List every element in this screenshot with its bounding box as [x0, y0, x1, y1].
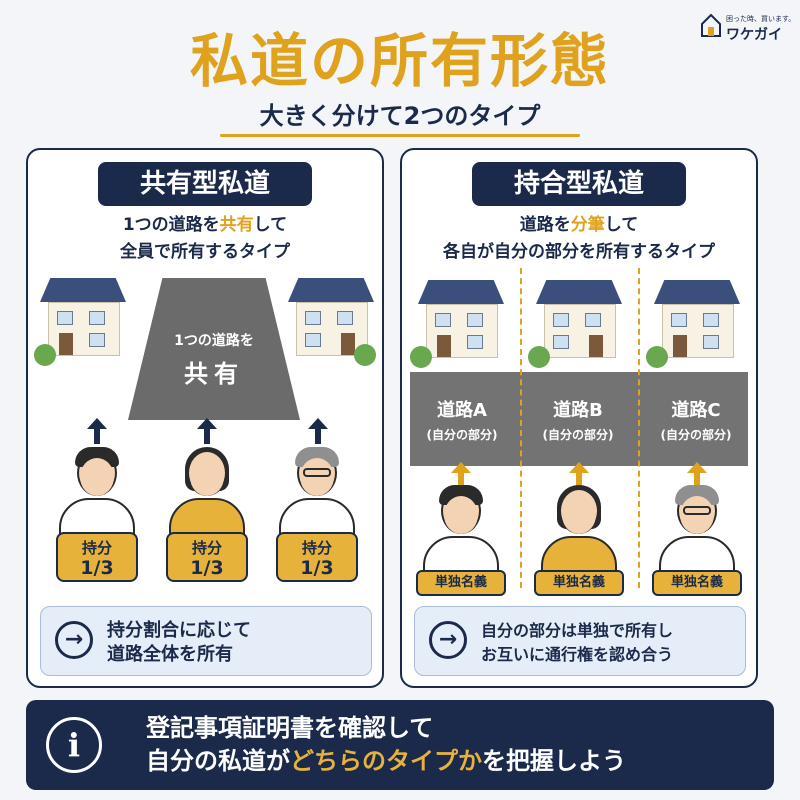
info-icon: i [46, 717, 102, 773]
shared-road-panel: 共有型私道 1つの道路を共有して 全員で所有するタイプ 1つの道路を 共有 持分… [26, 148, 384, 688]
panel-title: 共有型私道 [98, 162, 312, 206]
house-icon [410, 280, 506, 370]
brand-logo[interactable]: 困った時、買います。 ワケガイ [700, 10, 796, 46]
logo-tagline: 困った時、買います。 [726, 15, 796, 23]
house-icon [286, 278, 376, 368]
person-icon [420, 485, 502, 578]
person-icon [166, 447, 248, 540]
person-icon [538, 485, 620, 578]
highlight-text: どちらのタイプか [290, 747, 482, 775]
subtitle-underline [220, 134, 580, 137]
house-icon [34, 278, 128, 368]
sole-ownership-tag: 単独名義 [534, 570, 624, 596]
divided-road [410, 372, 748, 466]
person-icon [56, 447, 138, 540]
highlight-text: 共有 [219, 215, 254, 235]
arrow-up-icon [569, 462, 589, 488]
highlight-text: 分筆 [570, 215, 605, 235]
house-icon [528, 280, 624, 370]
footer-banner: i 登記事項証明書を確認して 自分の私道がどちらのタイプかを把握しよう [26, 700, 774, 790]
panel-description: 1つの道路を共有して 全員で所有するタイプ [120, 215, 290, 262]
arrow-right-icon: → [429, 621, 467, 659]
lot-divider [520, 268, 522, 588]
footer-text: 登記事項証明書を確認して 自分の私道がどちらのタイプかを把握しよう [146, 714, 626, 775]
arrow-up-icon [687, 462, 707, 488]
callout-box: → 自分の部分は単独で所有しお互いに通行権を認め合う [414, 606, 746, 676]
divided-road-panel: 持合型私道 道路を分筆して 各自が自分の部分を所有するタイプ 道路A(自分の部分… [400, 148, 758, 688]
road-label-big: 共有 [184, 360, 244, 388]
arrow-up-icon [197, 418, 217, 444]
road-lot-label: 道路A(自分の部分) [426, 400, 498, 442]
sole-ownership-tag: 単独名義 [416, 570, 506, 596]
lot-divider [638, 268, 640, 588]
person-icon [656, 485, 738, 578]
callout-text: 自分の部分は単独で所有しお互いに通行権を認め合う [481, 621, 674, 664]
callout-box: → 持分割合に応じて道路全体を所有 [40, 606, 372, 676]
house-logo-icon [701, 13, 721, 37]
arrow-up-icon [451, 462, 471, 488]
road-lot-label: 道路C(自分の部分) [660, 400, 732, 442]
callout-text: 持分割合に応じて道路全体を所有 [107, 620, 251, 665]
arrow-up-icon [87, 418, 107, 444]
road-lot-label: 道路B(自分の部分) [542, 400, 614, 442]
page-subtitle: 大きく分けて2つのタイプ [259, 102, 541, 130]
logo-name: ワケガイ [726, 27, 782, 43]
arrow-right-icon: → [55, 621, 93, 659]
arrow-up-icon [308, 418, 328, 444]
page-title: 私道の所有形態 [189, 27, 610, 95]
house-icon [646, 280, 742, 370]
panel-description: 道路を分筆して 各自が自分の部分を所有するタイプ [443, 215, 715, 262]
sole-ownership-tag: 単独名義 [652, 570, 742, 596]
panel-title: 持合型私道 [472, 162, 686, 206]
person-icon [276, 447, 358, 540]
road-label-small: 1つの道路を [174, 333, 254, 349]
